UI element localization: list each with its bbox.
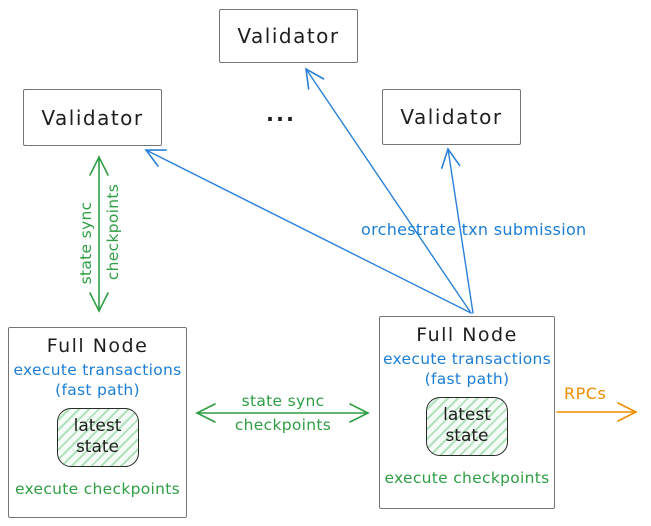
- validator-top-label: Validator: [237, 24, 340, 48]
- full-node-right-execute-transactions: execute transactions (fast path): [382, 350, 551, 388]
- orchestrate-arrow-to-left-validator: [144, 149, 472, 314]
- validators-ellipsis: ...: [266, 102, 296, 126]
- validator-box-left: Validator: [23, 89, 162, 146]
- full-node-right-execute-checkpoints: execute checkpoints: [384, 469, 550, 487]
- horizontal-sync-label-line1: state sync: [241, 392, 325, 410]
- full-node-left-execute-checkpoints: execute checkpoints: [14, 480, 181, 498]
- full-node-left-title: Full Node: [46, 335, 149, 357]
- orchestrate-arrow-to-top-validator: [304, 67, 472, 314]
- latest-state-box-right: latest state: [426, 397, 508, 456]
- horizontal-sync-label-line2: checkpoints: [234, 416, 332, 434]
- validator-left-label: Validator: [41, 105, 144, 130]
- full-node-right-title: Full Node: [416, 324, 518, 346]
- orchestrate-arrow-to-right-validator: [441, 147, 474, 314]
- full-node-left-execute-transactions: execute transactions (fast path): [13, 361, 182, 399]
- rpcs-label: RPCs: [564, 384, 607, 403]
- vertical-sync-label-line2: checkpoints: [104, 183, 122, 281]
- full-node-box-right: Full Node execute transactions (fast pat…: [379, 316, 555, 509]
- orchestrate-label: orchestrate txn submission: [361, 220, 587, 239]
- latest-state-box-left: latest state: [56, 408, 139, 467]
- vertical-sync-label-line1: state sync: [77, 201, 95, 285]
- validator-box-top: Validator: [219, 9, 358, 63]
- validator-box-right: Validator: [382, 89, 521, 145]
- validator-right-label: Validator: [400, 105, 503, 129]
- full-node-box-left: Full Node execute transactions (fast pat…: [8, 327, 187, 518]
